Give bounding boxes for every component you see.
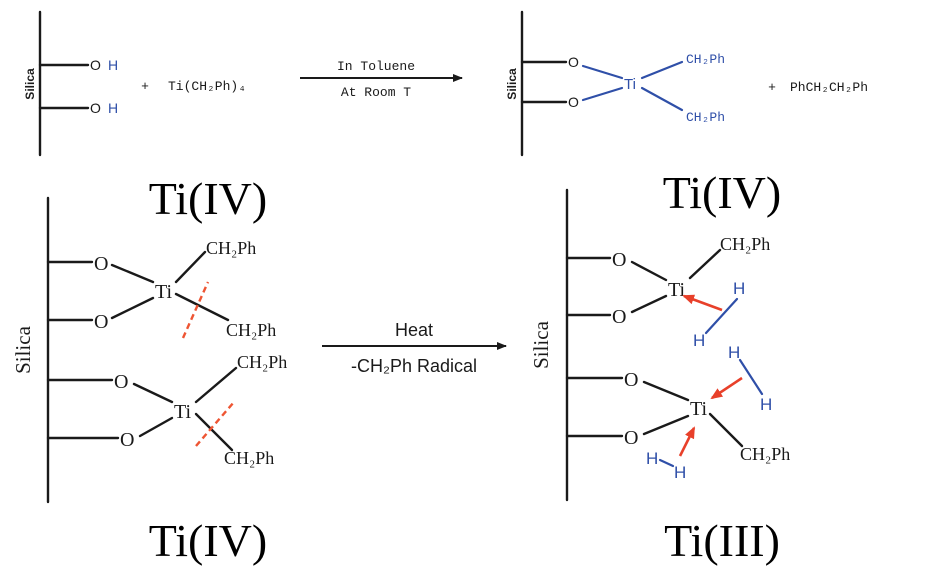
ti-o-bond: [581, 64, 624, 80]
h2-coordination-arrow: [678, 426, 696, 457]
oxidation-state-label: Ti(IV): [149, 173, 267, 224]
ti-c-bond: [174, 250, 207, 284]
hydrogen-atom: H: [728, 343, 740, 362]
ti-c-bond: [174, 292, 230, 322]
silica-label: Silica: [11, 325, 35, 374]
h-h-bond: [704, 297, 739, 335]
bottom-reaction-arrow: Heat -CH₂Ph Radical: [322, 320, 507, 376]
bond-cleavage-mark: [181, 281, 210, 339]
ti-c-bond: [708, 412, 744, 448]
top-reaction-arrow: In Toluene At Room T: [300, 59, 463, 100]
bridging-oxygen: O: [94, 311, 108, 333]
h2-coordination-arrow: [682, 294, 723, 312]
ti-o-bond: [110, 296, 155, 320]
top-reactant-silica: Silica O H O H: [23, 10, 118, 157]
titanium-atom: Ti: [668, 279, 686, 301]
silica-label: Silica: [23, 68, 37, 100]
h-h-bond: [738, 358, 764, 396]
bond-cleavage-mark: [195, 401, 235, 447]
hydroxyl-hydrogen: H: [108, 57, 118, 73]
hydrogen-atom: H: [693, 331, 705, 350]
oxidation-state-label: Ti(IV): [149, 515, 267, 566]
benzyl-ligand: CH₂Ph: [720, 234, 770, 254]
benzyl-ligand: CH₂Ph: [206, 238, 256, 258]
ti-o-bond: [138, 416, 174, 438]
silica-label: Silica: [505, 68, 519, 100]
bridging-oxygen: O: [120, 429, 134, 451]
oxidation-state-label: Ti(III): [664, 515, 780, 566]
hydrogen-atom: H: [674, 463, 686, 482]
ti-o-bond: [132, 382, 174, 404]
top-product-grafted-titanium: Silica O O Ti CH₂Ph CH₂Ph: [505, 10, 725, 157]
product-titanium-site: O O Ti CH₂Ph H H: [565, 234, 770, 350]
product-titanium-site: O O Ti CH₂Ph H H H H: [565, 343, 790, 482]
ti-o-bond: [630, 260, 668, 282]
bridging-oxygen: O: [612, 249, 626, 271]
titanium-atom: Ti: [155, 281, 173, 303]
bridging-oxygen: O: [612, 306, 626, 328]
h-h-bond: [658, 458, 675, 468]
reactant-titanium-site: O O Ti CH₂Ph CH₂Ph: [46, 238, 276, 340]
hydrogen-atom: H: [733, 279, 745, 298]
ti-o-bond: [581, 86, 624, 102]
titanium-atom: Ti: [690, 398, 708, 420]
byproduct-bibenzyl: PhCH₂CH₂Ph: [790, 80, 868, 95]
benzyl-ligand: CH₂Ph: [686, 110, 725, 125]
condition-heat: Heat: [395, 320, 433, 340]
hydroxyl-oxygen: O: [90, 57, 101, 73]
hydroxyl-hydrogen: H: [108, 100, 118, 116]
condition-temperature: At Room T: [341, 85, 411, 100]
ti-c-bond: [640, 60, 684, 80]
h2-coordination-arrow: [710, 376, 743, 400]
ti-o-bond: [642, 380, 690, 402]
hydrogen-atom: H: [760, 395, 772, 414]
bridging-oxygen: O: [568, 94, 579, 110]
ti-c-bond: [640, 86, 684, 112]
hydrogen-atom: H: [646, 449, 658, 468]
benzyl-ligand: CH₂Ph: [226, 320, 276, 340]
benzyl-ligand: CH₂Ph: [740, 444, 790, 464]
oxidation-state-label: Ti(IV): [663, 167, 781, 218]
bridging-oxygen: O: [568, 54, 579, 70]
reactant-titanium-site: O O Ti CH₂Ph CH₂Ph: [46, 352, 287, 468]
bridging-oxygen: O: [114, 371, 128, 393]
ti-c-bond: [688, 248, 722, 280]
ti-c-bond: [194, 366, 238, 404]
ti-o-bond: [630, 294, 668, 314]
ti-c-bond: [194, 412, 234, 452]
reagent-formula: Ti(CH₂Ph)₄: [168, 79, 246, 94]
bottom-reactant: Silica O O Ti CH₂Ph CH₂Ph O: [11, 196, 287, 504]
titanium-atom: Ti: [624, 76, 636, 93]
top-reaction: Silica O H O H + Ti(CH₂Ph)₄ In Toluene A…: [23, 10, 868, 224]
bridging-oxygen: O: [624, 427, 638, 449]
ti-o-bond: [110, 263, 155, 284]
benzyl-ligand: CH₂Ph: [224, 448, 274, 468]
bottom-product: Silica O O Ti CH₂Ph H H O: [529, 188, 790, 502]
bridging-oxygen: O: [94, 253, 108, 275]
condition-solvent: In Toluene: [337, 59, 415, 74]
silica-label: Silica: [529, 320, 553, 369]
titanium-atom: Ti: [174, 401, 192, 423]
benzyl-ligand: CH₂Ph: [237, 352, 287, 372]
plus-sign: +: [141, 79, 149, 94]
benzyl-ligand: CH₂Ph: [686, 52, 725, 67]
ti-o-bond: [642, 414, 690, 436]
condition-radical-loss: -CH₂Ph Radical: [351, 356, 477, 376]
plus-sign: +: [768, 80, 776, 95]
hydroxyl-oxygen: O: [90, 100, 101, 116]
bottom-reaction: Silica O O Ti CH₂Ph CH₂Ph O: [11, 188, 790, 566]
bridging-oxygen: O: [624, 369, 638, 391]
